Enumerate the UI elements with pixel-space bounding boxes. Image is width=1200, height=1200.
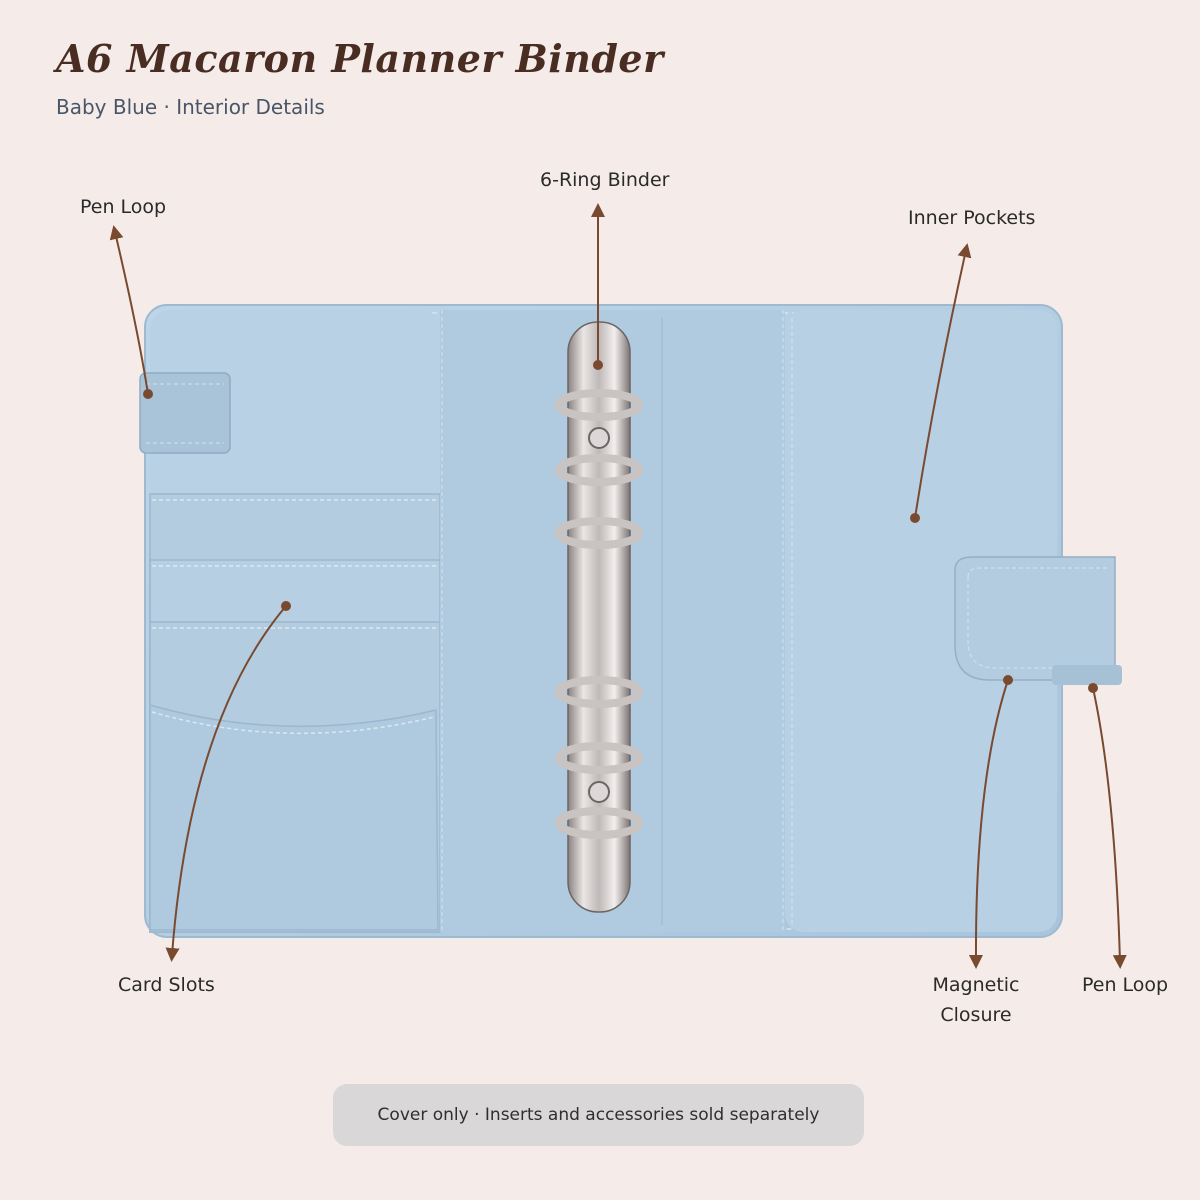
callout-card-slots: Card Slots	[118, 974, 215, 996]
leader-pen-loop-left	[109, 225, 149, 395]
leader-inner-pockets	[914, 243, 972, 519]
ring-binder-mechanism	[555, 321, 643, 913]
binder-rings	[555, 389, 643, 839]
footer-note-text: Cover only · Inserts and accessories sol…	[377, 1105, 820, 1125]
callout-magnetic-closure: Magnetic Closure	[930, 970, 1022, 1030]
page-subtitle: Baby Blue · Interior Details	[56, 95, 325, 119]
leader-card-slots	[165, 605, 287, 962]
callout-pen-loop-right: Pen Loop	[1082, 974, 1169, 996]
leader-pen-loop-right	[1092, 687, 1127, 969]
magnetic-closure-strap	[954, 556, 1122, 685]
left-panel	[139, 310, 441, 933]
leader-magnetic-closure	[968, 679, 1009, 969]
callout-inner-pockets: Inner Pockets	[908, 207, 1036, 229]
right-panel	[785, 310, 1057, 932]
callout-ring-binder: 6-Ring Binder	[540, 169, 670, 191]
footer-note: Cover only · Inserts and accessories sol…	[333, 1084, 864, 1146]
page-title: A6 Macaron Planner Binder	[56, 36, 664, 81]
callout-pen-loop-left: Pen Loop	[80, 196, 167, 218]
pen-loop-left	[139, 372, 231, 454]
leader-lines	[109, 203, 1127, 969]
card-slots	[149, 493, 441, 933]
callout-magnetic-closure-line1: Magnetic	[932, 974, 1020, 996]
callout-magnetic-closure-line2: Closure	[940, 1004, 1012, 1026]
